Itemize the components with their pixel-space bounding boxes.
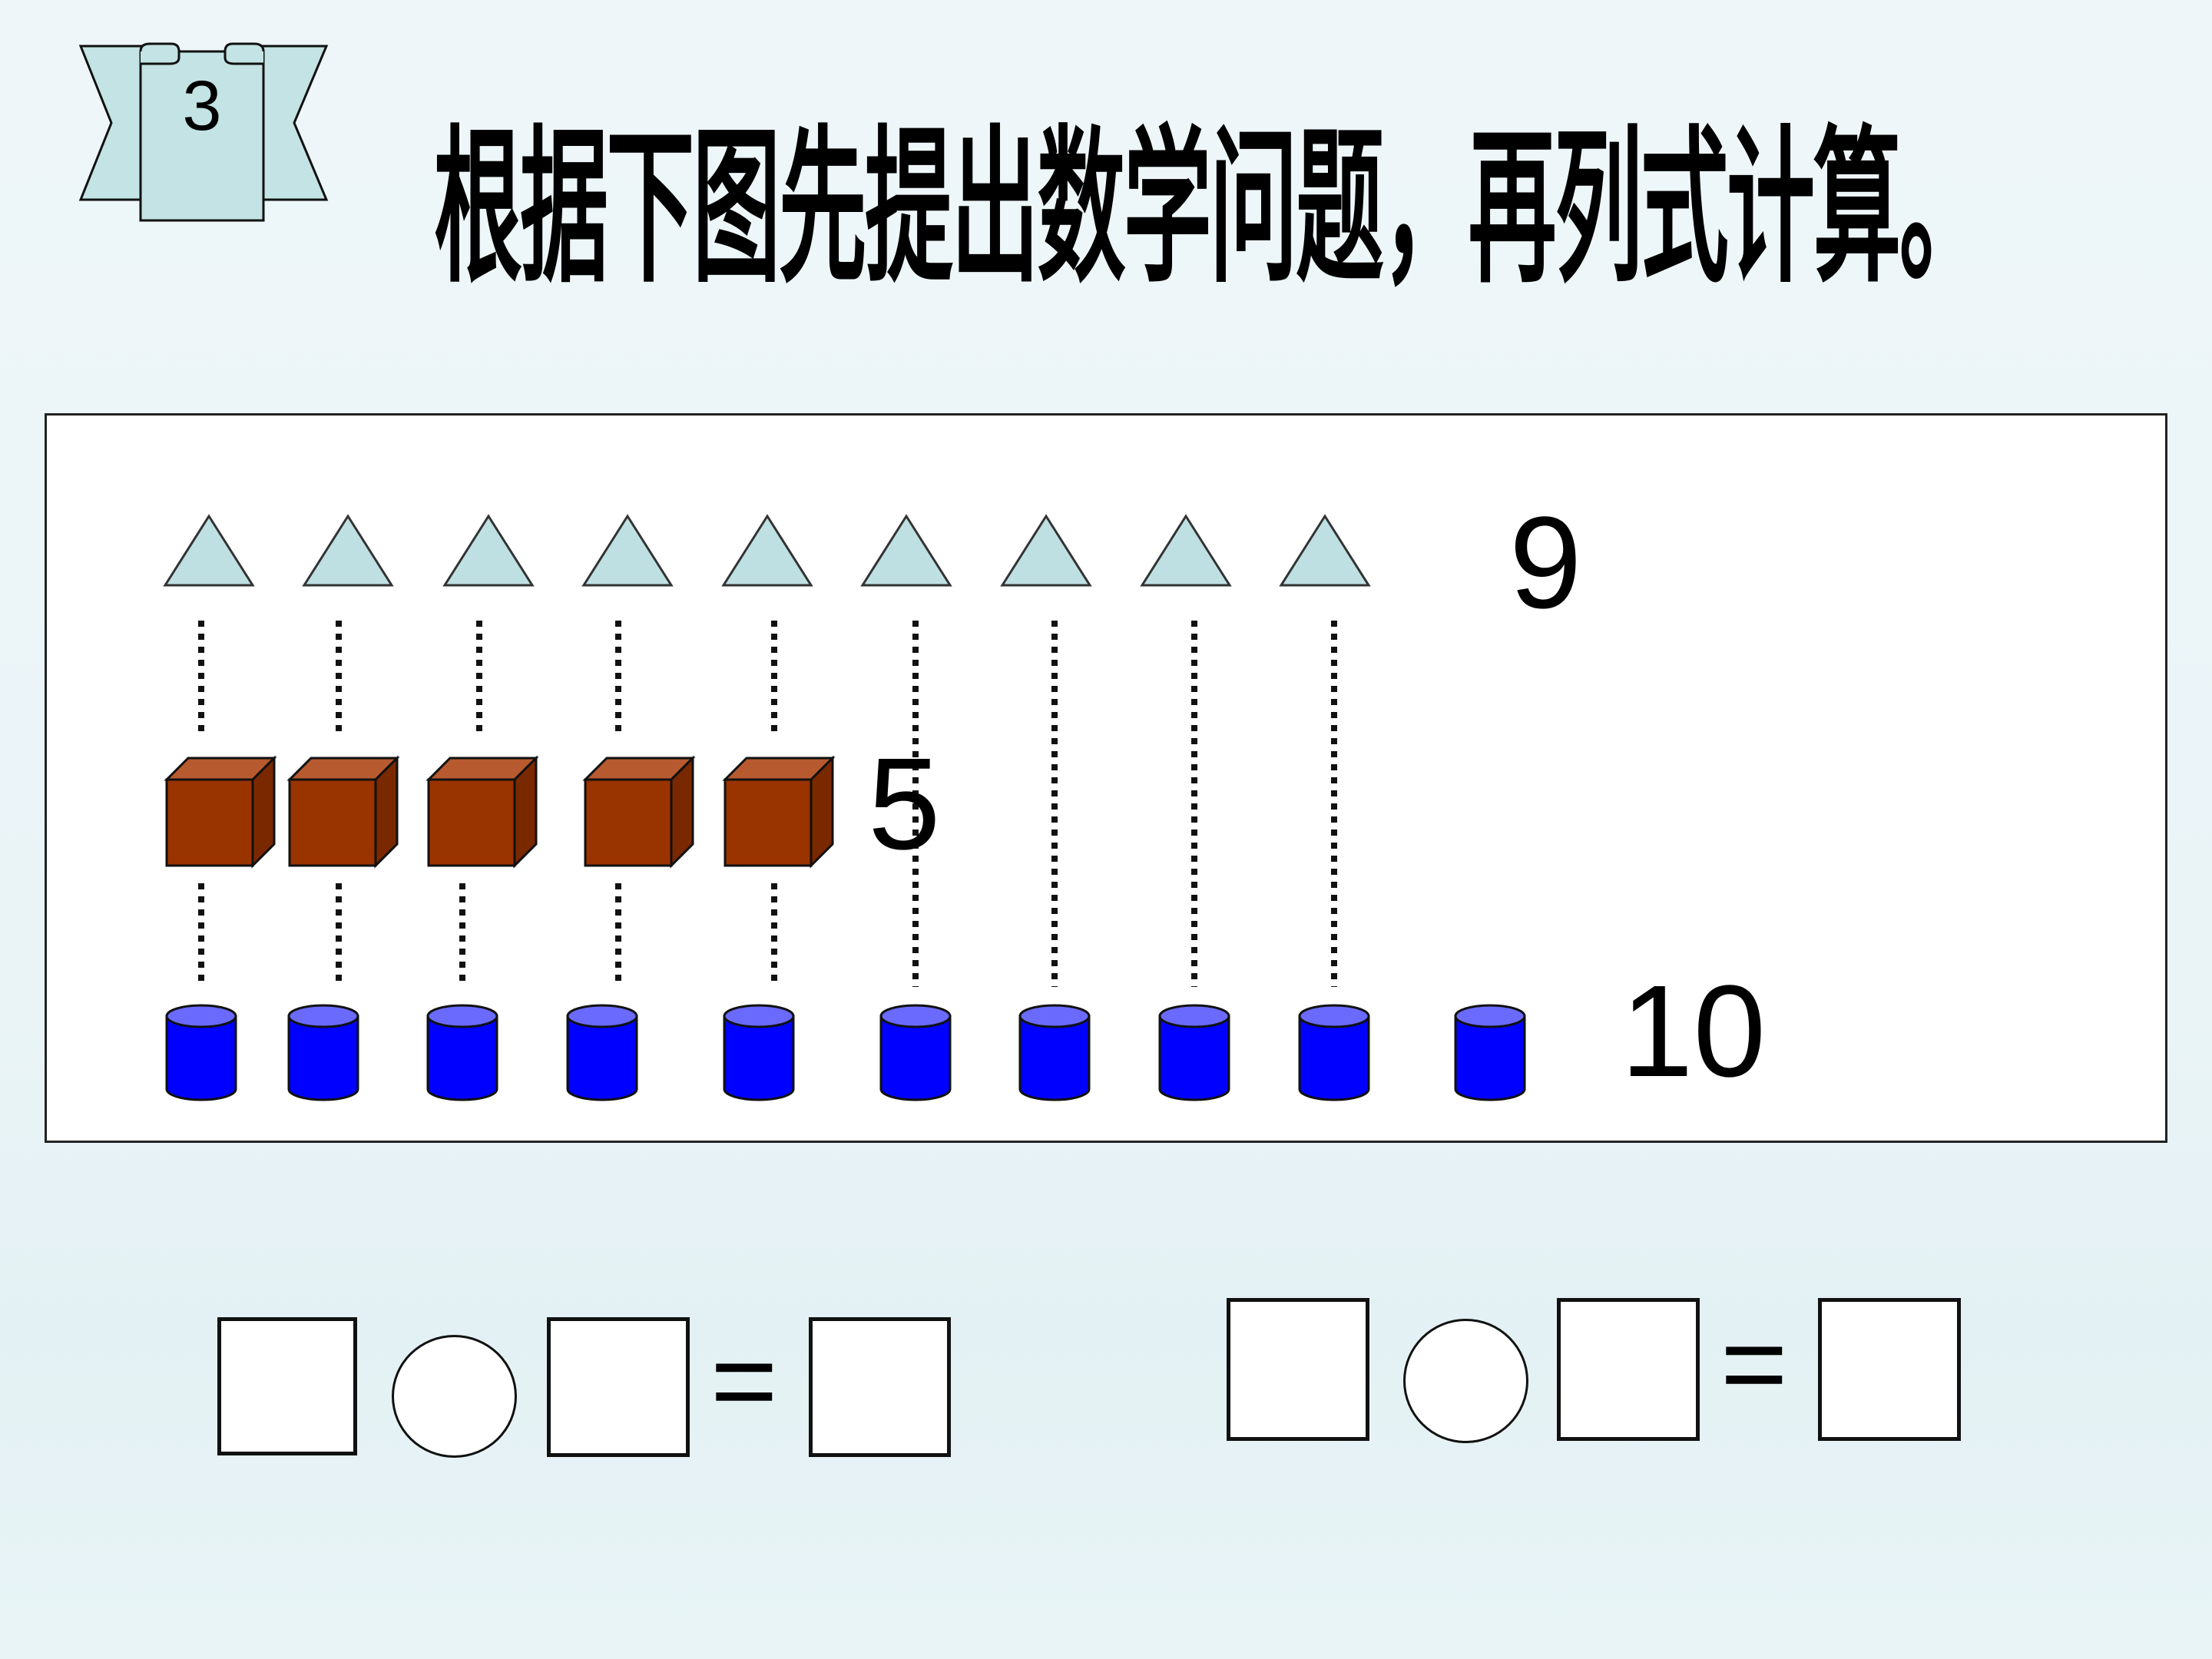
cylinder-shape — [1454, 1004, 1526, 1101]
cylinder-count-label: 10 — [1621, 959, 1767, 1104]
cube-shape — [722, 755, 836, 869]
cylinder-shape — [879, 1004, 952, 1101]
triangle-shape — [1000, 514, 1092, 587]
equation-2-equals-sign: = — [1720, 1299, 1788, 1428]
cylinder-shape — [287, 1004, 359, 1101]
triangle-shape — [442, 514, 535, 587]
triangle-shape — [581, 514, 674, 587]
cylinder-shape — [566, 1004, 638, 1101]
cylinder-shape — [165, 1004, 237, 1101]
equation-2-first-number-box[interactable] — [1227, 1298, 1369, 1441]
equation-1-operator-circle[interactable] — [392, 1335, 517, 1458]
triangle-shape — [302, 514, 394, 587]
triangle-shape — [721, 514, 813, 587]
question-number: 3 — [182, 66, 222, 145]
equation-2-operator-circle[interactable] — [1403, 1319, 1528, 1443]
cylinder-shape — [723, 1004, 795, 1101]
cylinder-shape — [1018, 1004, 1091, 1101]
cylinder-shape — [1298, 1004, 1370, 1101]
question-number-badge — [78, 42, 329, 222]
equation-2-second-number-box[interactable] — [1557, 1298, 1700, 1441]
equation-1-equals-sign: = — [710, 1316, 778, 1445]
triangle-count-label: 9 — [1509, 490, 1582, 636]
cube-shape — [582, 755, 696, 869]
cube-count-label: 5 — [868, 731, 941, 877]
cylinder-shape — [426, 1004, 498, 1101]
triangle-shape — [163, 514, 255, 587]
equation-1-second-number-box[interactable] — [547, 1317, 690, 1457]
equation-2-result-box[interactable] — [1818, 1298, 1961, 1441]
equation-1-first-number-box[interactable] — [217, 1317, 357, 1455]
figure-panel — [45, 413, 2167, 1143]
triangle-shape — [1279, 514, 1371, 587]
triangle-shape — [1140, 514, 1232, 587]
equation-1-result-box[interactable] — [809, 1317, 951, 1457]
cylinder-shape — [1158, 1004, 1230, 1101]
triangle-shape — [860, 514, 952, 587]
cube-shape — [286, 755, 400, 869]
cube-shape — [426, 755, 539, 869]
cube-shape — [164, 755, 277, 869]
